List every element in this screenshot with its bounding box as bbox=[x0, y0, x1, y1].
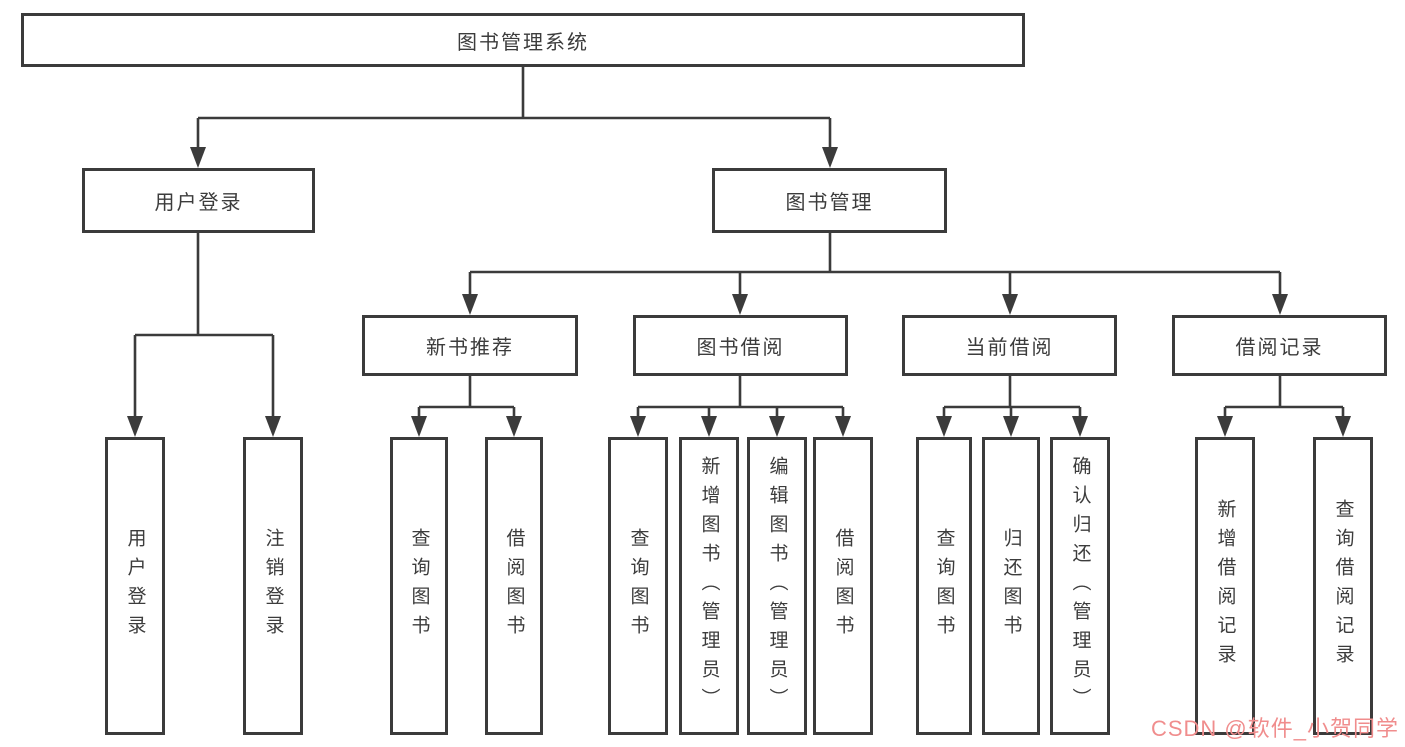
leaf-bb-query-books: 查询图书 bbox=[608, 437, 668, 735]
node-new-book-recommend: 新书推荐 bbox=[362, 315, 578, 376]
tree-edges bbox=[133, 67, 1345, 420]
leaf-logout-label: 注销登录 bbox=[262, 528, 284, 644]
leaf-cb-return-books-label: 归还图书 bbox=[1000, 528, 1022, 644]
leaf-bb-add-book-admin: 新增图书（管理员） bbox=[679, 437, 739, 735]
leaf-nbr-query-books: 查询图书 bbox=[390, 437, 448, 735]
leaf-bb-borrow-books-label: 借阅图书 bbox=[832, 528, 854, 644]
leaf-user-login-label: 用户登录 bbox=[124, 528, 146, 644]
leaf-cb-query-books-label: 查询图书 bbox=[933, 528, 955, 644]
leaf-cb-confirm-return-admin-label: 确认归还（管理员） bbox=[1069, 455, 1091, 717]
leaf-user-login: 用户登录 bbox=[105, 437, 165, 735]
leaf-br-add-record: 新增借阅记录 bbox=[1195, 437, 1255, 735]
leaf-bb-query-books-label: 查询图书 bbox=[627, 528, 649, 644]
node-borrow-records: 借阅记录 bbox=[1172, 315, 1387, 376]
leaf-bb-edit-book-admin-label: 编辑图书（管理员） bbox=[766, 455, 788, 717]
leaf-br-add-record-label: 新增借阅记录 bbox=[1214, 499, 1236, 673]
leaf-bb-edit-book-admin: 编辑图书（管理员） bbox=[747, 437, 807, 735]
leaf-cb-confirm-return-admin: 确认归还（管理员） bbox=[1050, 437, 1110, 735]
leaf-br-query-record-label: 查询借阅记录 bbox=[1332, 499, 1354, 673]
arrowheads bbox=[127, 147, 1351, 437]
node-current-borrow: 当前借阅 bbox=[902, 315, 1117, 376]
leaf-nbr-borrow-books: 借阅图书 bbox=[485, 437, 543, 735]
node-user-login: 用户登录 bbox=[82, 168, 315, 233]
leaf-bb-borrow-books: 借阅图书 bbox=[813, 437, 873, 735]
node-book-borrow: 图书借阅 bbox=[633, 315, 848, 376]
leaf-bb-add-book-admin-label: 新增图书（管理员） bbox=[698, 455, 720, 717]
leaf-br-query-record: 查询借阅记录 bbox=[1313, 437, 1373, 735]
leaf-cb-return-books: 归还图书 bbox=[982, 437, 1040, 735]
node-book-management: 图书管理 bbox=[712, 168, 947, 233]
leaf-logout: 注销登录 bbox=[243, 437, 303, 735]
node-root-library-system: 图书管理系统 bbox=[21, 13, 1025, 67]
leaf-nbr-query-books-label: 查询图书 bbox=[408, 528, 430, 644]
csdn-watermark: CSDN @软件_小贺同学 bbox=[1150, 716, 1399, 741]
leaf-cb-query-books: 查询图书 bbox=[916, 437, 972, 735]
leaf-nbr-borrow-books-label: 借阅图书 bbox=[503, 528, 525, 644]
